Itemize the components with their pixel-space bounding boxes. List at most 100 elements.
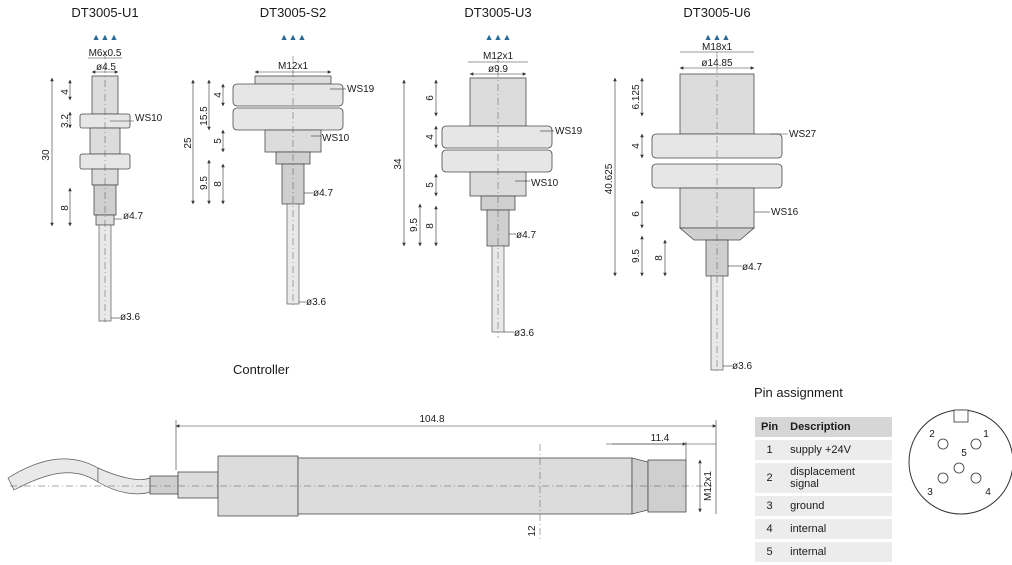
sensor-u3-nut2 <box>441 149 553 173</box>
pin-number: 5 <box>755 542 785 562</box>
pin-assignment-table: Pin Description 1 supply +24V 2 displace… <box>755 414 893 565</box>
sensor-u6-wrench2: WS16 <box>771 207 799 218</box>
svg-text:6.125: 6.125 <box>631 84 642 109</box>
svg-text:9.5: 9.5 <box>409 218 420 232</box>
controller-thread <box>647 459 687 513</box>
sensor-s2-wrench: WS19 <box>347 84 375 95</box>
sensor-s2-nut <box>232 83 344 107</box>
sensor-u6-top-dia: ø14.85 <box>701 58 733 69</box>
svg-text:5: 5 <box>213 138 224 144</box>
svg-text:1: 1 <box>983 429 989 440</box>
svg-text:15.5: 15.5 <box>199 106 210 126</box>
connector-pin-3 <box>937 472 949 484</box>
svg-text:6: 6 <box>631 211 642 217</box>
svg-text:ø4.7: ø4.7 <box>516 230 536 241</box>
sensor-u6-thread: M18x1 <box>702 42 732 53</box>
svg-text:9.5: 9.5 <box>631 249 642 263</box>
pin-description: displacement signal <box>784 463 893 493</box>
svg-text:8: 8 <box>654 255 665 261</box>
controller-length: 104.8 <box>419 414 444 425</box>
sensor-u6-wrench: WS27 <box>789 129 817 140</box>
pin-header: Pin <box>755 417 785 437</box>
sensor-s2-wrench2: WS10 <box>322 133 350 144</box>
svg-text:34: 34 <box>393 158 404 170</box>
svg-text:ø4.7: ø4.7 <box>313 188 333 199</box>
svg-text:4: 4 <box>631 143 642 149</box>
svg-text:ø3.6: ø3.6 <box>306 297 326 308</box>
svg-text:ø3.6: ø3.6 <box>732 361 752 372</box>
sensor-u1: DT3005-U1 ▲▲▲ M6x0.5 ø4.5 4 3.2 30 8 WS1… <box>41 5 163 323</box>
svg-text:8: 8 <box>425 223 436 229</box>
controller-drawing: 104.8 11.4 M12x1 12 <box>7 414 717 540</box>
controller-thread-size: M12x1 <box>703 471 714 501</box>
svg-text:4: 4 <box>213 92 224 98</box>
pin-number: 1 <box>755 440 785 460</box>
svg-text:4: 4 <box>425 134 436 140</box>
table-row: 4 internal <box>755 519 893 539</box>
svg-text:8: 8 <box>60 205 71 211</box>
svg-text:3.2: 3.2 <box>60 114 71 128</box>
sensor-u3-title: DT3005-U3 <box>464 5 531 20</box>
sensor-s2-nut2 <box>232 107 344 131</box>
connector-pin-5 <box>953 462 965 474</box>
sensor-u1-top-dia: ø4.5 <box>96 62 116 73</box>
connector-face: 1 2 3 4 5 <box>908 409 1012 515</box>
sensor-s2-marker: ▲▲▲ <box>280 32 307 42</box>
sensor-u6: DT3005-U6 ▲▲▲ M18x1 ø14.85 6.125 4 40.62… <box>604 5 817 374</box>
svg-text:6: 6 <box>425 95 436 101</box>
pin-number: 4 <box>755 519 785 539</box>
connector-pin-1 <box>970 438 982 450</box>
svg-text:30: 30 <box>41 149 52 161</box>
connector-pin-4 <box>970 472 982 484</box>
pin-description: internal <box>784 519 893 539</box>
pin-description: ground <box>784 496 893 516</box>
sensor-u1-title: DT3005-U1 <box>71 5 138 20</box>
description-header: Description <box>784 417 893 437</box>
sensor-u6-marker: ▲▲▲ <box>704 32 731 42</box>
table-row: 3 ground <box>755 496 893 516</box>
connector-outline <box>908 409 1012 515</box>
sensor-s2-thread: M12x1 <box>278 61 308 72</box>
table-row: 1 supply +24V <box>755 440 893 460</box>
sensor-u3-thread: M12x1 <box>483 51 513 62</box>
sensor-u1-wrench: WS10 <box>135 113 163 124</box>
sensor-u3: DT3005-U3 ▲▲▲ M12x1 ø9.9 6 4 34 5 9.5 8 … <box>393 5 583 339</box>
table-header-row: Pin Description <box>755 417 893 437</box>
svg-text:4: 4 <box>985 487 991 498</box>
pin-assignment-title: Pin assignment <box>754 385 843 400</box>
table-row: 2 displacement signal <box>755 463 893 493</box>
connector-key <box>953 409 969 423</box>
controller-label: Controller <box>233 362 290 377</box>
svg-text:5: 5 <box>425 182 436 188</box>
svg-text:ø4.7: ø4.7 <box>742 262 762 273</box>
svg-text:4: 4 <box>60 89 71 95</box>
controller-cable <box>7 458 99 491</box>
svg-text:40.625: 40.625 <box>604 163 615 194</box>
sensor-u3-marker: ▲▲▲ <box>485 32 512 42</box>
controller-diameter: 12 <box>527 525 538 537</box>
svg-text:ø3.6: ø3.6 <box>120 312 140 323</box>
sensor-s2: DT3005-S2 ▲▲▲ M12x1 4 15.5 25 5 9.5 8 WS… <box>183 5 375 308</box>
svg-text:25: 25 <box>183 137 194 149</box>
svg-text:2: 2 <box>929 429 935 440</box>
sensor-s2-title: DT3005-S2 <box>260 5 326 20</box>
pin-number: 2 <box>755 463 785 493</box>
sensor-u1-marker: ▲▲▲ <box>92 32 119 42</box>
sensor-u3-wrench2: WS10 <box>531 178 559 189</box>
table-row: 5 internal <box>755 542 893 562</box>
svg-text:5: 5 <box>961 448 967 459</box>
pin-number: 3 <box>755 496 785 516</box>
pin-description: supply +24V <box>784 440 893 460</box>
sensor-u1-thread: M6x0.5 <box>89 48 122 59</box>
pin-description: internal <box>784 542 893 562</box>
dimension-drawing: DT3005-U1 ▲▲▲ M6x0.5 ø4.5 4 3.2 30 8 WS1… <box>7 5 1012 540</box>
controller-thread-length: 11.4 <box>651 433 670 444</box>
svg-text:8: 8 <box>213 181 224 187</box>
sensor-u3-wrench: WS19 <box>555 126 583 137</box>
sensor-u3-nut <box>441 125 553 149</box>
svg-text:ø3.6: ø3.6 <box>514 328 534 339</box>
sensor-u3-top-dia: ø9.9 <box>488 64 508 75</box>
svg-text:9.5: 9.5 <box>199 176 210 190</box>
connector-pin-2 <box>937 438 949 450</box>
sensor-u6-title: DT3005-U6 <box>683 5 750 20</box>
